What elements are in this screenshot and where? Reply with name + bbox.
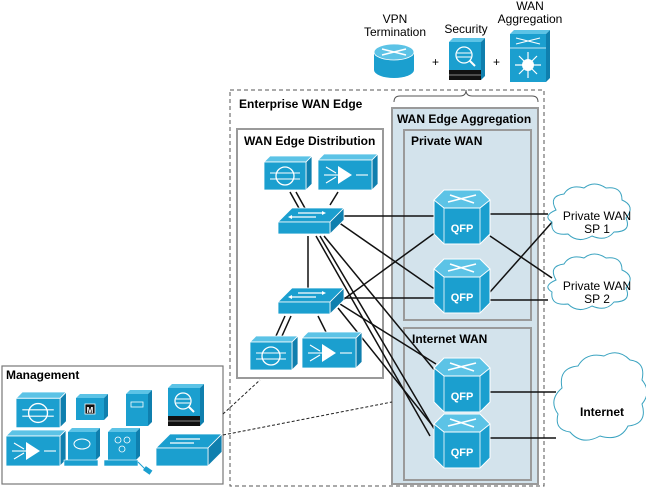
svg-text:Private WAN: Private WAN xyxy=(563,209,631,223)
mgmt-link-1 xyxy=(222,379,261,415)
content-switch-top-icon[interactable] xyxy=(318,154,378,190)
mgmt-vpn-concentrator-icon[interactable] xyxy=(16,392,66,428)
svg-text:Private WAN: Private WAN xyxy=(563,279,631,293)
qfp-router-internet-1-icon[interactable]: QFP xyxy=(433,357,491,413)
private-wan-title: Private WAN xyxy=(411,134,483,148)
svg-text:SP 1: SP 1 xyxy=(584,222,610,236)
cloud-internet[interactable]: Internet xyxy=(553,352,646,441)
legend-vpn-label-line2: Termination xyxy=(364,25,427,39)
mgmt-switch-icon[interactable] xyxy=(155,433,223,467)
mgmt-link-2 xyxy=(222,401,393,436)
legend-layer3-switch-icon xyxy=(510,30,550,82)
qfp-router-private-2-icon[interactable]: QFP xyxy=(433,258,491,314)
content-switch-bottom-icon[interactable] xyxy=(302,332,362,368)
aggregation-brace xyxy=(393,89,539,103)
management-title: Management xyxy=(6,368,80,382)
legend-vpn-label-line1: VPN xyxy=(382,12,408,26)
mgmt-firewall-icon[interactable] xyxy=(168,384,204,426)
internet-wan-title: Internet WAN xyxy=(412,332,488,346)
legend-vpn-label: VPN Termination xyxy=(364,13,426,39)
legend-aggregation-label-line1: WAN xyxy=(516,0,544,13)
distribution-switch-top-icon[interactable] xyxy=(277,207,345,235)
legend-aggregation-label: WAN Aggregation xyxy=(496,0,564,26)
wan-edge-distribution-title: WAN Edge Distribution xyxy=(244,134,376,148)
network-links xyxy=(275,191,556,439)
qfp-label: QFP xyxy=(451,292,474,304)
qfp-label: QFP xyxy=(451,391,474,403)
qfp-router-internet-2-icon[interactable]: QFP xyxy=(433,413,491,469)
legend-vpn-router-icon xyxy=(373,43,415,78)
svg-text:SP 2: SP 2 xyxy=(584,292,610,306)
legend-aggregation-label-line2: Aggregation xyxy=(497,12,563,26)
svg-text:Internet: Internet xyxy=(580,405,624,419)
cloud-private-wan-sp2[interactable]: Private WAN SP 2 xyxy=(547,253,631,310)
qfp-label: QFP xyxy=(451,447,474,459)
qfp-router-private-1-icon[interactable]: QFP xyxy=(433,189,491,245)
cloud-private-wan-sp1[interactable]: Private WAN SP 1 xyxy=(547,183,631,240)
svg-text:M: M xyxy=(87,406,94,415)
legend-security-label: Security xyxy=(444,22,488,36)
enterprise-wan-edge-boundary xyxy=(229,89,545,487)
mgmt-ip-communications-manager-icon[interactable]: M xyxy=(76,394,108,420)
legend-firewall-icon xyxy=(449,38,485,80)
plus-separator-1: + xyxy=(432,55,440,69)
mgmt-content-switch-icon[interactable] xyxy=(6,430,66,466)
vpn-concentrator-bottom-icon[interactable] xyxy=(250,336,298,370)
enterprise-wan-edge-title: Enterprise WAN Edge xyxy=(239,97,363,111)
vpn-concentrator-top-icon[interactable] xyxy=(264,156,312,190)
plus-separator-2: + xyxy=(493,55,501,69)
mgmt-network-management-icon[interactable] xyxy=(103,428,153,475)
wan-edge-aggregation-title: WAN Edge Aggregation xyxy=(397,112,532,126)
qfp-label: QFP xyxy=(451,223,474,235)
mgmt-server-icon[interactable] xyxy=(126,390,152,426)
mgmt-workstation-icon[interactable] xyxy=(63,428,100,467)
distribution-switch-bottom-icon[interactable] xyxy=(277,287,345,315)
